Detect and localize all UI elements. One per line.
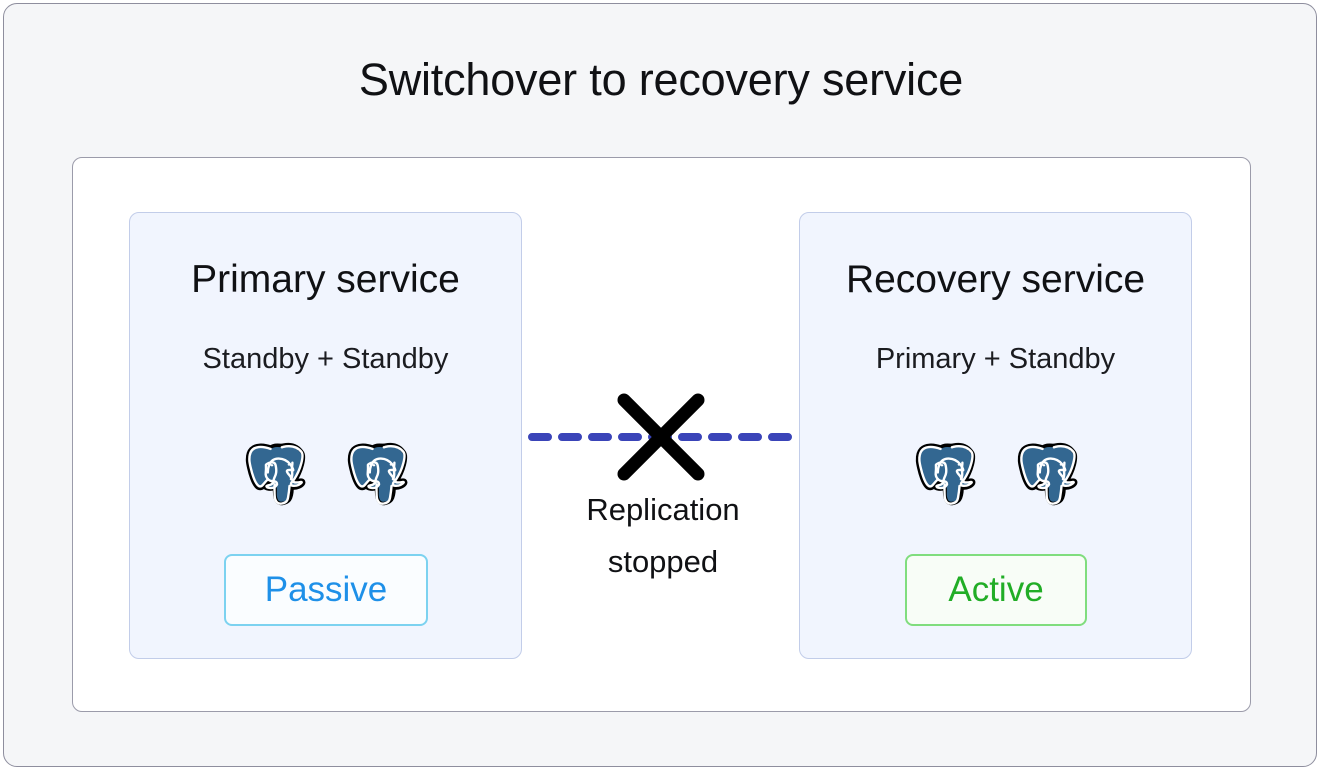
status-badge-active[interactable]: Active — [905, 554, 1087, 626]
postgresql-elephant-icon — [245, 442, 305, 506]
service-title: Primary service — [191, 258, 460, 301]
service-card-primary[interactable]: Primary service Standby + Standby — [129, 212, 522, 659]
node-row — [800, 431, 1191, 515]
page-title: Switchover to recovery service — [358, 54, 964, 105]
service-subtitle: Standby + Standby — [202, 343, 449, 375]
replication-caption-line1: Replication — [586, 492, 740, 527]
replication-caption-line2: stopped — [607, 544, 719, 579]
postgresql-elephant-icon — [347, 442, 407, 506]
service-title: Recovery service — [845, 258, 1146, 301]
postgresql-elephant-icon — [1017, 442, 1077, 506]
postgresql-elephant-icon — [915, 442, 975, 506]
service-subtitle: Primary + Standby — [875, 343, 1116, 375]
service-card-recovery[interactable]: Recovery service Primary + Standby — [799, 212, 1192, 659]
node-row — [130, 431, 521, 515]
status-badge-passive[interactable]: Passive — [224, 554, 428, 626]
replication-status-caption: Replication stopped — [530, 484, 796, 588]
x-cross-icon — [617, 393, 705, 481]
